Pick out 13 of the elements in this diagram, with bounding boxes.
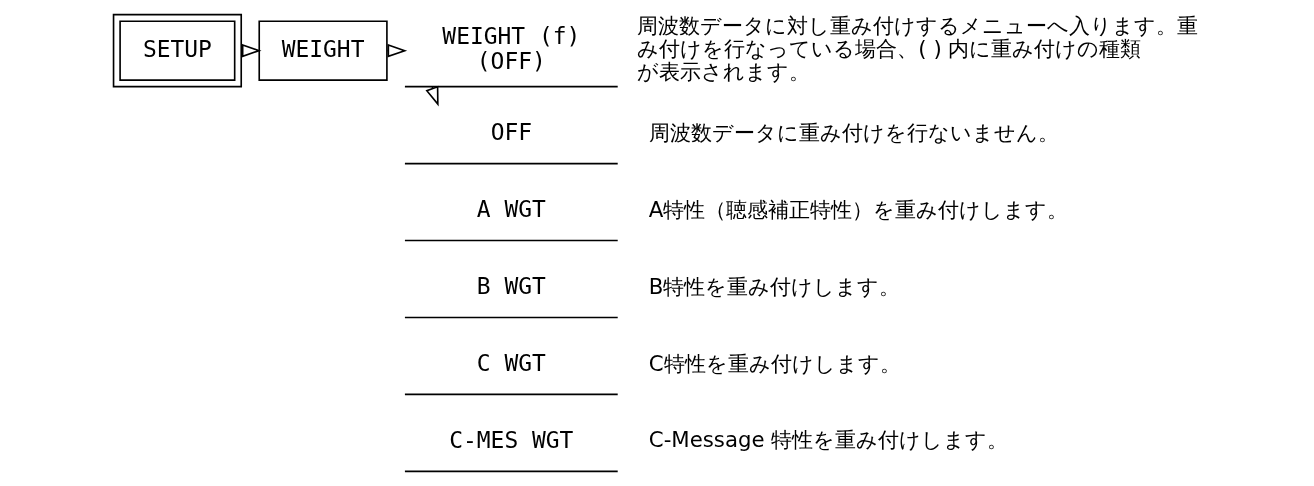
node-label: C-Message 特性を重み付けします。 (648, 427, 1009, 453)
node-label: A特性（聴感補正特性）を重み付けします。 (648, 196, 1069, 222)
node-text: WEIGHT (f) (OFF) (442, 23, 581, 74)
node-label: B特性を重み付けします。 (648, 273, 901, 299)
node-text: A WGT (476, 196, 546, 223)
node-label: 周波数データに重み付けを行ないません。 (648, 119, 1059, 145)
node-text: C WGT (476, 350, 546, 377)
node-label: 周波数データに対し重み付けするメニューへ入ります。重み付けを行なっている場合、( ) 内に重み付けの種類が表示されます。 (637, 13, 1199, 85)
node-text: C-MES WGT (449, 426, 574, 453)
node-label: C特性を重み付けします。 (648, 350, 901, 376)
node-text: B WGT (476, 273, 546, 300)
node-text: OFF (490, 119, 532, 146)
arrow (386, 43, 408, 58)
